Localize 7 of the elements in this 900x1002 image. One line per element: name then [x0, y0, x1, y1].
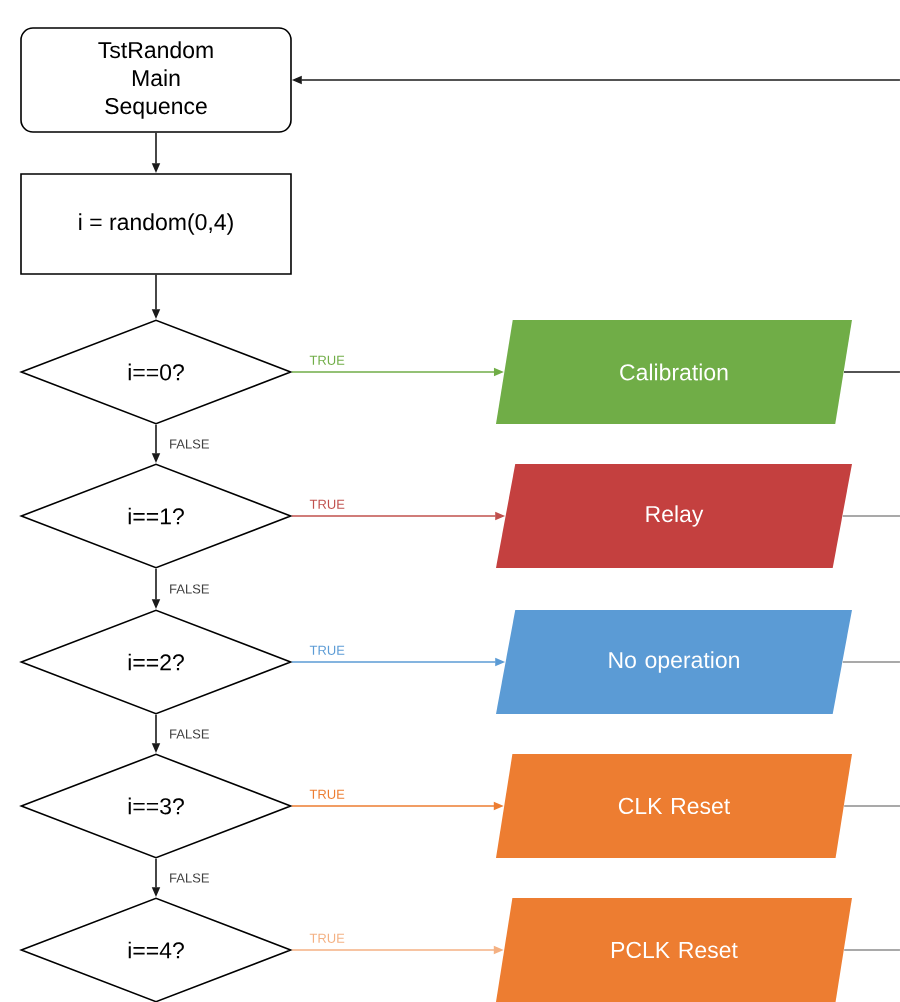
- process-parallelogram: No operation: [496, 610, 852, 714]
- process-parallelogram: Relay: [496, 464, 852, 568]
- process-box: i = random(0,4): [20, 173, 292, 275]
- process-parallelogram: Calibration: [496, 320, 852, 424]
- process-parallelogram: PCLK Reset: [496, 898, 852, 1002]
- start-box: TstRandom Main Sequence: [20, 27, 292, 133]
- process-parallelogram: CLK Reset: [496, 754, 852, 858]
